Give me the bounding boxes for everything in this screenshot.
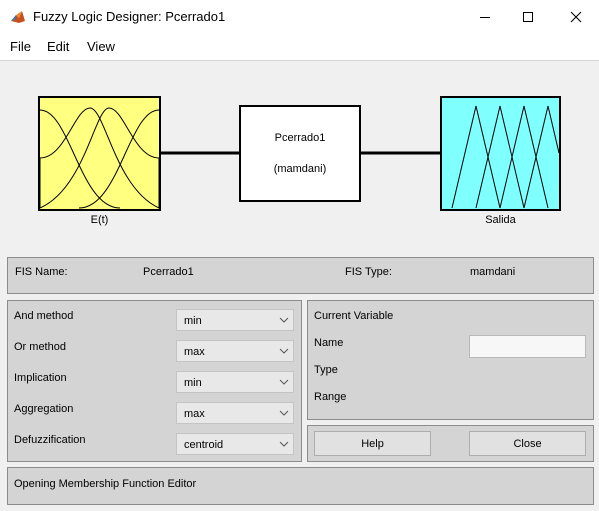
or-method-dropdown[interactable]: max xyxy=(176,340,294,362)
chevron-down-icon xyxy=(279,379,289,385)
input-variable-label: E(t) xyxy=(90,214,109,226)
variable-name-label: Name xyxy=(314,337,344,349)
methods-panel: And method min Or method max Implication… xyxy=(7,300,302,462)
maximize-button[interactable] xyxy=(505,0,551,33)
chevron-down-icon xyxy=(279,348,289,354)
fis-type-label: FIS Type: xyxy=(345,266,392,278)
chevron-down-icon xyxy=(279,441,289,447)
variable-type-label: Type xyxy=(314,364,338,376)
system-type: (mamdani) xyxy=(273,163,327,175)
menu-file[interactable]: File xyxy=(10,39,31,54)
fis-system-box[interactable]: Pcerrado1 (mamdani) xyxy=(239,105,361,202)
implication-label: Implication xyxy=(14,372,67,384)
fis-name-label: FIS Name: xyxy=(15,266,68,278)
fis-info-panel: FIS Name: Pcerrado1 FIS Type: mamdani xyxy=(7,257,594,294)
or-method-value: max xyxy=(184,346,205,358)
close-button[interactable]: Close xyxy=(469,431,586,456)
aggregation-label: Aggregation xyxy=(14,403,74,415)
current-variable-panel: Current Variable Name Type Range xyxy=(307,300,594,420)
output-variable-box[interactable] xyxy=(440,96,561,211)
implication-value: min xyxy=(184,377,202,389)
input-membership-functions xyxy=(40,107,159,209)
output-variable-label: Salida xyxy=(485,214,516,226)
current-variable-title: Current Variable xyxy=(314,310,394,322)
help-button[interactable]: Help xyxy=(314,431,431,456)
aggregation-dropdown[interactable]: max xyxy=(176,402,294,424)
close-window-button[interactable] xyxy=(553,0,599,33)
and-method-label: And method xyxy=(14,310,74,322)
matlab-icon xyxy=(11,11,25,23)
menu-bar: File Edit View xyxy=(0,33,599,61)
chevron-down-icon xyxy=(279,410,289,416)
status-panel: Opening Membership Function Editor xyxy=(7,467,594,505)
system-name: Pcerrado1 xyxy=(274,132,326,144)
and-method-dropdown[interactable]: min xyxy=(176,309,294,331)
buttons-panel: Help Close xyxy=(307,425,594,462)
menu-view[interactable]: View xyxy=(87,39,115,54)
variable-name-field[interactable] xyxy=(469,335,586,358)
variable-range-label: Range xyxy=(314,391,347,403)
chevron-down-icon xyxy=(279,317,289,323)
maximize-icon xyxy=(523,11,533,22)
title-bar: Fuzzy Logic Designer: Pcerrado1 xyxy=(0,0,599,33)
output-membership-functions xyxy=(451,105,559,209)
fis-diagram: E(t) Pcerrado1 (mamdani) Salida xyxy=(0,61,599,249)
status-text: Opening Membership Function Editor xyxy=(14,478,197,490)
defuzzification-label: Defuzzification xyxy=(14,434,86,446)
window-title: Fuzzy Logic Designer: Pcerrado1 xyxy=(33,9,226,24)
fis-type-value: mamdani xyxy=(470,266,516,278)
defuzzification-value: centroid xyxy=(184,439,224,451)
aggregation-value: max xyxy=(184,408,205,420)
menu-edit[interactable]: Edit xyxy=(47,39,70,54)
input-variable-box[interactable] xyxy=(38,96,161,211)
defuzzification-dropdown[interactable]: centroid xyxy=(176,433,294,455)
implication-dropdown[interactable]: min xyxy=(176,371,294,393)
and-method-value: min xyxy=(184,315,202,327)
fis-name-value: Pcerrado1 xyxy=(143,266,194,278)
minimize-icon xyxy=(480,16,490,18)
minimize-button[interactable] xyxy=(462,0,508,33)
close-icon xyxy=(570,11,582,22)
or-method-label: Or method xyxy=(14,341,66,353)
connector-lines xyxy=(160,151,440,155)
